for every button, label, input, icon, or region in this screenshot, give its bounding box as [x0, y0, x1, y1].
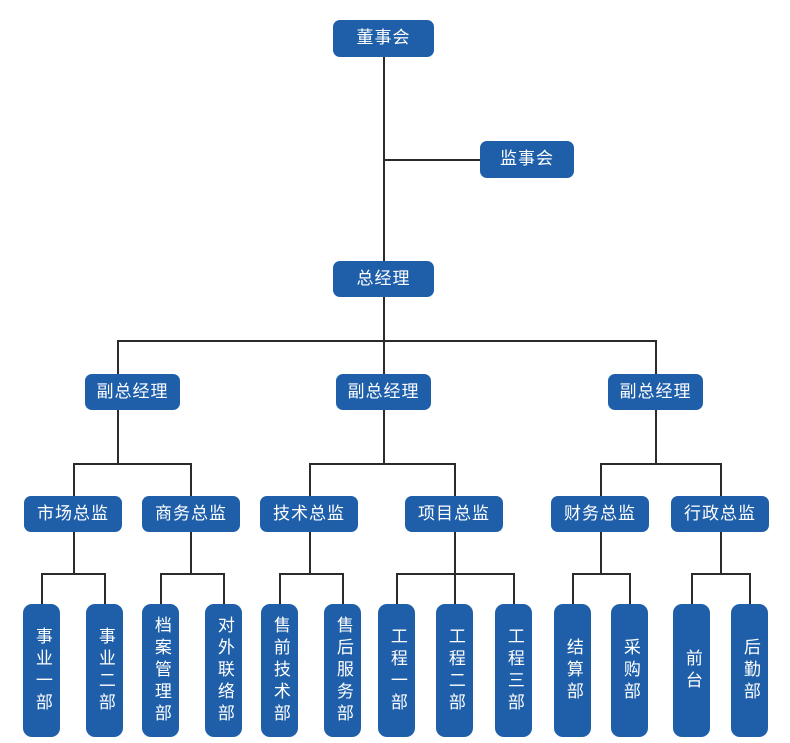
connector-finance-bus: [572, 573, 631, 575]
connector-admin-bus: [691, 573, 750, 575]
node-supervisors-label: 监事会: [500, 149, 554, 169]
node-dept-logistics[interactable]: 后勤部: [731, 604, 768, 737]
connector-project-down: [454, 531, 456, 574]
connector-gm-drop: [383, 296, 385, 341]
node-dept-aftersales-service[interactable]: 售后服务部: [324, 604, 361, 737]
node-dept-aftersales-service-label: 售后服务部: [332, 615, 353, 726]
connector-presales-drop: [279, 573, 281, 605]
node-dept-business-unit-1[interactable]: 事业一部: [23, 604, 60, 737]
node-director-project[interactable]: 项目总监: [405, 496, 503, 532]
node-supervisors[interactable]: 监事会: [480, 141, 574, 178]
node-deputy-gm-3[interactable]: 副总经理: [608, 374, 703, 410]
node-deputy-gm-2[interactable]: 副总经理: [336, 374, 431, 410]
node-dept-engineering-1-label: 工程一部: [386, 626, 407, 715]
connector-dgm3-down: [655, 409, 657, 464]
connector-tech-down: [309, 531, 311, 574]
node-dept-external-liaison[interactable]: 对外联络部: [205, 604, 242, 737]
connector-dir-admin-drop: [720, 463, 722, 496]
connector-logistics-drop: [749, 573, 751, 605]
node-dept-presales-technical-label: 售前技术部: [269, 615, 290, 726]
node-dept-engineering-3[interactable]: 工程三部: [495, 604, 532, 737]
node-dept-business-unit-2-label: 事业二部: [94, 626, 115, 715]
node-director-finance[interactable]: 财务总监: [551, 496, 649, 532]
node-dept-engineering-3-label: 工程三部: [503, 626, 524, 715]
node-dept-engineering-2[interactable]: 工程二部: [436, 604, 473, 737]
connector-supervisors-branch: [383, 159, 481, 161]
connector-finance-down: [600, 531, 602, 574]
connector-group1-bus: [73, 463, 191, 465]
node-dept-procurement-label: 采购部: [619, 637, 640, 704]
node-general-manager-label: 总经理: [356, 268, 411, 289]
connector-eng1-drop: [396, 573, 398, 605]
node-deputy-gm-1-label: 副总经理: [96, 381, 169, 402]
connector-business-down: [190, 531, 192, 574]
connector-dgm2-down: [383, 409, 385, 464]
node-director-marketing[interactable]: 市场总监: [24, 496, 122, 532]
node-deputy-gm-3-label: 副总经理: [619, 381, 692, 402]
node-general-manager[interactable]: 总经理: [333, 261, 434, 297]
node-director-admin[interactable]: 行政总监: [671, 496, 769, 532]
connector-dgm3-drop: [655, 340, 657, 375]
node-dept-engineering-1[interactable]: 工程一部: [378, 604, 415, 737]
connector-dgm1-drop: [117, 340, 119, 375]
connector-liaison-drop: [223, 573, 225, 605]
connector-biz2-drop: [104, 573, 106, 605]
node-director-finance-label: 财务总监: [564, 503, 636, 524]
node-dept-settlement-label: 结算部: [562, 637, 583, 704]
connector-dir-market-drop: [73, 463, 75, 496]
node-dept-settlement[interactable]: 结算部: [554, 604, 591, 737]
connector-dgm1-down: [117, 409, 119, 464]
connector-admin-down: [720, 531, 722, 574]
connector-business-bus: [160, 573, 224, 575]
connector-dir-finance-drop: [600, 463, 602, 496]
node-dept-presales-technical[interactable]: 售前技术部: [261, 604, 298, 737]
connector-aftersales-drop: [342, 573, 344, 605]
node-board-label: 董事会: [356, 28, 411, 48]
node-deputy-gm-2-label: 副总经理: [347, 381, 420, 402]
connector-group2-bus: [309, 463, 456, 465]
node-director-admin-label: 行政总监: [684, 503, 756, 524]
node-dept-engineering-2-label: 工程二部: [444, 626, 465, 715]
connector-dir-business-drop: [190, 463, 192, 496]
connector-dgm-bus: [117, 340, 656, 342]
connector-eng2-drop: [454, 573, 456, 605]
node-dept-business-unit-2[interactable]: 事业二部: [86, 604, 123, 737]
node-director-business-label: 商务总监: [155, 503, 227, 524]
connector-archive-drop: [160, 573, 162, 605]
node-director-project-label: 项目总监: [418, 503, 490, 524]
node-deputy-gm-1[interactable]: 副总经理: [85, 374, 180, 410]
connector-dgm2-drop: [383, 340, 385, 375]
node-dept-archive-management-label: 档案管理部: [150, 615, 171, 726]
node-dept-archive-management[interactable]: 档案管理部: [142, 604, 179, 737]
node-dept-logistics-label: 后勤部: [739, 637, 760, 704]
connector-market-bus: [41, 573, 105, 575]
connector-tech-bus: [279, 573, 343, 575]
connector-frontdesk-drop: [691, 573, 693, 605]
node-director-technical[interactable]: 技术总监: [260, 496, 358, 532]
node-dept-external-liaison-label: 对外联络部: [213, 615, 234, 726]
connector-eng3-drop: [513, 573, 515, 605]
node-dept-front-desk-label: 前台: [681, 648, 702, 693]
connector-purchase-drop: [629, 573, 631, 605]
node-dept-front-desk[interactable]: 前台: [673, 604, 710, 737]
node-director-marketing-label: 市场总监: [37, 503, 109, 524]
connector-biz1-drop: [41, 573, 43, 605]
connector-settlement-drop: [572, 573, 574, 605]
node-director-technical-label: 技术总监: [273, 503, 345, 524]
node-dept-procurement[interactable]: 采购部: [611, 604, 648, 737]
node-dept-business-unit-1-label: 事业一部: [31, 626, 52, 715]
node-board[interactable]: 董事会: [333, 20, 434, 57]
connector-group3-bus: [600, 463, 721, 465]
connector-dir-tech-drop: [309, 463, 311, 496]
connector-market-down: [73, 531, 75, 574]
node-director-business[interactable]: 商务总监: [142, 496, 240, 532]
connector-dir-project-drop: [454, 463, 456, 496]
